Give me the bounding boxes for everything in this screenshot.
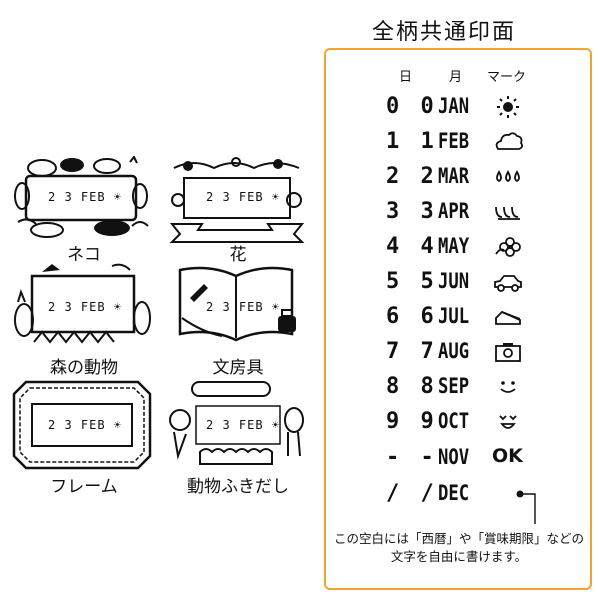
ok-mark: OK [492,445,523,467]
month-name: NOV [438,445,470,469]
stamp-label-stationery: 文房具 [212,358,264,378]
table-row: 2 2 MAR [386,164,586,194]
month-name: MAR [438,164,470,188]
stamp-label-frame: フレーム [50,477,118,497]
table-row: 4 4 MAY [386,234,586,264]
stationery-frame-illustration [178,266,296,342]
table-row: 0 0 JAN [386,94,586,124]
stamp-flower: 2 3 FEB ☀ [166,156,306,246]
day-digits: / / [386,481,438,506]
day-digits: 3 3 [386,199,438,224]
day-digits: 7 7 [386,339,438,364]
flower-icon [495,237,521,257]
table-row: 7 7 AUG [386,339,586,369]
stamp-label-flower: 花 [229,245,247,265]
stamp-date: 2 3 FEB ☀ [48,300,123,314]
stamp-label-animal-speech-bubble: 動物ふきだし [187,477,289,497]
page-title: 全柄共通印面 [372,20,517,45]
car-icon [494,275,522,292]
day-digits: 5 5 [386,269,438,294]
stamp-date: 2 3 FEB ☀ [206,418,281,432]
month-name: FEB [438,129,470,153]
day-digits: 9 9 [386,409,438,434]
stamp-label-forest-animals: 森の動物 [50,358,118,378]
stamp-forest-animals: 2 3 FEB ☀ [12,262,152,352]
table-row: 5 5 JUN [386,269,586,299]
stamp-label-cat: ネコ [67,245,101,265]
month-name: SEP [438,374,470,398]
month-name: JUL [438,304,470,328]
day-digits: 1 1 [386,129,438,154]
sun-icon [497,96,519,118]
stamp-frame: 2 3 FEB ☀ [12,380,152,470]
header-day: 日 [399,70,413,85]
day-digits: 2 2 [386,164,438,189]
table-row: 3 3 APR [386,199,586,229]
blank-space-note: この空白には「西暦」や「賞味期限」などの文字を自由に書けます。 [334,531,585,564]
common-face-panel [324,48,592,590]
cloud-icon [495,132,524,150]
month-name: MAY [438,234,470,258]
camera-icon [495,343,521,362]
month-name: OCT [438,409,470,433]
month-name: JAN [438,94,470,118]
month-name: AUG [438,339,470,363]
month-name: JUN [438,269,470,293]
stamp-date: 2 3 FEB ☀ [48,190,123,204]
blank-dot-icon [516,490,536,524]
day-digits: - - [386,445,438,470]
day-digits: 8 8 [386,374,438,399]
header-month: 月 [449,70,463,85]
frame-illustration [12,380,152,470]
stamp-stationery: 2 3 FEB ☀ [166,262,306,352]
flower-frame-illustration [169,157,305,243]
table-row: 8 8 SEP [386,374,586,404]
cat-frame-illustration [14,156,149,238]
table-row: / / DEC [386,481,586,511]
day-digits: 0 0 [386,94,438,119]
stamp-date: 2 3 FEB ☀ [206,190,281,204]
happy-face-icon [499,415,517,429]
forest-animals-frame-illustration [14,263,151,344]
table-row: 9 9 OCT [386,409,586,439]
month-name: APR [438,199,470,223]
smile-face-icon [500,381,516,393]
raindrops-icon [496,170,520,183]
header-mark: マーク [487,70,527,85]
animal-speech-bubble-illustration [169,381,304,465]
stamp-animal-speech-bubble: 2 3 FEB ☀ [166,380,306,470]
table-row: 6 6 JUL [386,304,586,334]
stamp-cat: 2 3 FEB ☀ [12,156,152,246]
table-row: - - NOV OK [386,445,586,475]
stamp-date: 2 3 FEB ☀ [48,418,123,432]
table-row: 1 1 FEB [386,129,586,159]
cake-icon [495,310,521,325]
waves-icon [495,206,520,220]
day-digits: 6 6 [386,304,438,329]
day-digits: 4 4 [386,234,438,259]
stamp-date: 2 3 FEB ☀ [206,300,281,314]
month-name: DEC [438,481,470,505]
